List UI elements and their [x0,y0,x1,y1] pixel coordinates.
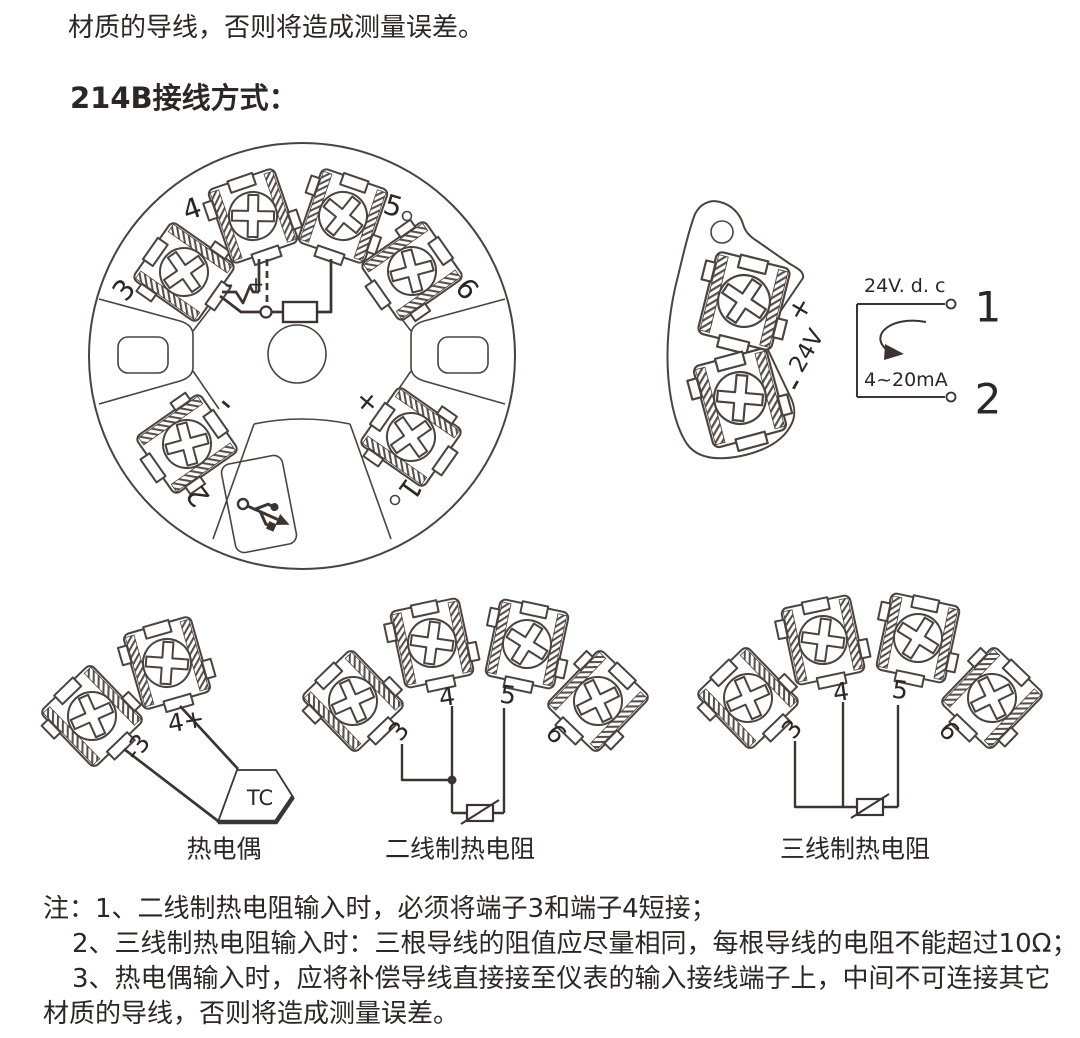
rtd2-terminal-5 [474,593,579,700]
note-line-4: 材质的导线，否则将造成测量误差。 [43,999,460,1029]
loop-node-2 [945,391,957,403]
rtd-3wire-diagram: 3 4 5 6 三线制热电阻 [687,587,1053,864]
tc-label-4plus: 4+ [165,704,206,739]
marker-circle-5 [401,210,413,222]
head-internal-wiring [219,259,333,324]
tc-caption: 热电偶 [186,835,261,864]
current-loop-schematic: 24V. d. c 1 4~20mA 2 [856,275,1002,424]
thermocouple-diagram: -3 4+ TC 热电偶 [31,610,295,864]
loop-terminal-2: 2 [975,375,1002,424]
loop-wires [856,303,945,398]
rtd2-label-5: 5 [498,680,518,711]
tc-probe-thick-edge [218,795,295,825]
rtd2-wire-3 [400,744,449,782]
current-arrow-head [884,344,904,360]
terminal-head-diagram: 3 4 5 6 2 1 - + - + [88,142,516,570]
rtd2-junction-dot [447,775,457,785]
rtd2-wires [450,706,506,815]
rtd3-label-4: 4 [831,677,851,708]
right-wedge [410,298,506,405]
rtd3-terminal-5 [865,587,970,694]
rtd2-terminal-3 [292,640,418,766]
current-arrow-curve [879,319,927,353]
center-hole [267,324,327,384]
rtd3-label-5: 5 [890,675,910,706]
resistor-box [281,300,319,324]
rtd3-caption: 三线制热电阻 [780,835,930,864]
mv-plus: + [248,272,265,296]
wedge-dividers [192,300,412,410]
mv-minus: - [225,270,234,298]
junction-node [259,305,273,319]
note-line-2: 2、三线制热电阻输入时：三根导线的阻值应尽量相同，每根导线的电阻不能超过10Ω； [72,929,1078,959]
rtd2-resistor-slash [460,799,500,825]
left-wedge [98,298,194,405]
note-line-1: 注：1、二线制热电阻输入时，必须将端子3和端子4短接； [43,894,717,924]
tc-wire-minus [123,747,219,823]
marker-circle-1 [389,494,401,506]
supply-label: 24V. d. c [864,275,945,297]
rtd2-label-4: 4 [437,682,457,713]
right-slot [437,336,489,374]
loop-node-1 [945,298,957,310]
rtd2-terminal-4 [380,592,485,699]
loop-terminal-1: 1 [975,283,1002,332]
usb-panel [220,454,298,554]
tc-wire-plus [179,705,239,770]
rtd3-resistor-slash [850,793,890,819]
section-heading: 214B接线方式： [70,81,298,115]
intro-text: 材质的导线，否则将造成测量误差。 [68,13,485,43]
rtd2-caption: 二线制热电阻 [385,835,535,864]
rtd3-wires [793,702,900,809]
bracket-volt: 24V [784,325,829,377]
tc-sensor-label: TC [246,786,273,810]
left-slot [117,336,169,374]
note-line-3: 3、热电偶输入时，应将补偿导线直接接至仪表的输入接线端子上，中间不可连接其它 [72,964,1051,994]
head-outline [88,142,516,570]
bottom-wedge [212,418,392,540]
usb-icon [236,497,290,532]
rtd-2wire-diagram: 3 4 5 6 二线制热电阻 [292,592,659,864]
mount-bracket-diagram: + 24V - [666,200,830,461]
mount-hole [710,220,734,244]
signal-label: 4~20mA [864,369,948,391]
